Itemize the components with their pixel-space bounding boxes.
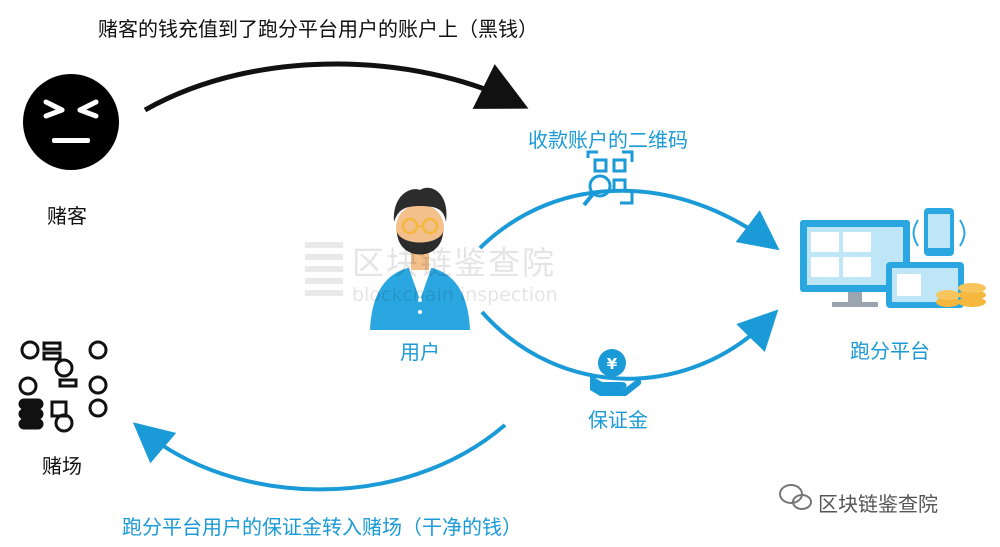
top-flow-arrow xyxy=(143,61,529,113)
casino-chips-icon xyxy=(18,340,108,433)
qr-code-magnifier-icon xyxy=(582,150,634,207)
devices-icon xyxy=(800,208,986,308)
casino-label: 赌场 xyxy=(42,454,82,478)
bearded-man-avatar-icon xyxy=(370,187,470,330)
qr-label: 收款账户的二维码 xyxy=(528,128,688,152)
bottom-flow-label: 跑分平台用户的保证金转入赌场（干净的钱） xyxy=(122,515,522,539)
hand-yen-coin-icon: ¥ xyxy=(590,349,642,396)
deposit-label: 保证金 xyxy=(588,408,648,432)
top-flow-label: 赌客的钱充值到了跑分平台用户的账户上（黑钱） xyxy=(98,17,538,41)
platform-label: 跑分平台 xyxy=(850,339,930,363)
watermark-logo xyxy=(305,242,343,296)
brand-label: 区块链鉴查院 xyxy=(818,492,938,516)
user-label: 用户 xyxy=(400,340,440,364)
wechat-icon xyxy=(779,484,812,510)
user-to-platform-arrow-lower xyxy=(480,309,779,381)
bottom-flow-arrow xyxy=(132,422,507,492)
watermark-en: blockchain inspection xyxy=(352,284,558,306)
angry-face-icon xyxy=(23,74,119,170)
watermark-cn: 区块链鉴查院 xyxy=(352,244,557,282)
svg-text:¥: ¥ xyxy=(607,355,618,373)
gambler-label: 赌客 xyxy=(47,204,87,228)
